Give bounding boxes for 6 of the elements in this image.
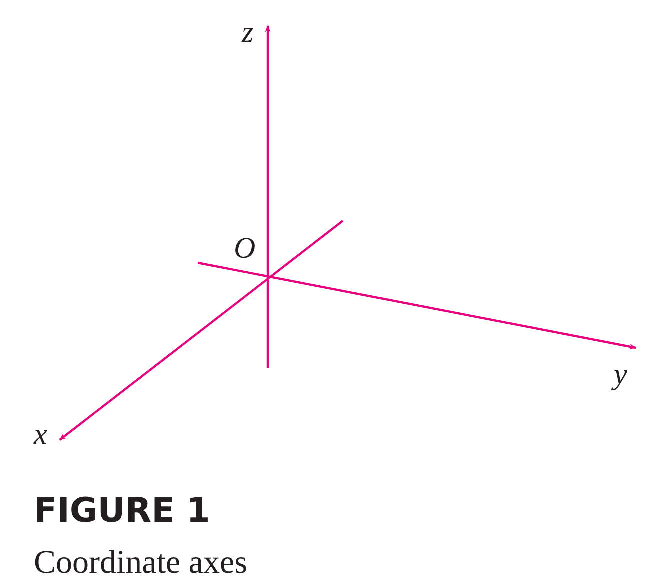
figure-title: FIGURE 1: [34, 492, 210, 530]
axis-label: y: [614, 360, 628, 390]
axis-label: O: [234, 234, 256, 264]
axis-label: x: [34, 420, 48, 450]
figure-caption: Coordinate axes: [34, 544, 248, 582]
axis-label: z: [242, 18, 254, 48]
